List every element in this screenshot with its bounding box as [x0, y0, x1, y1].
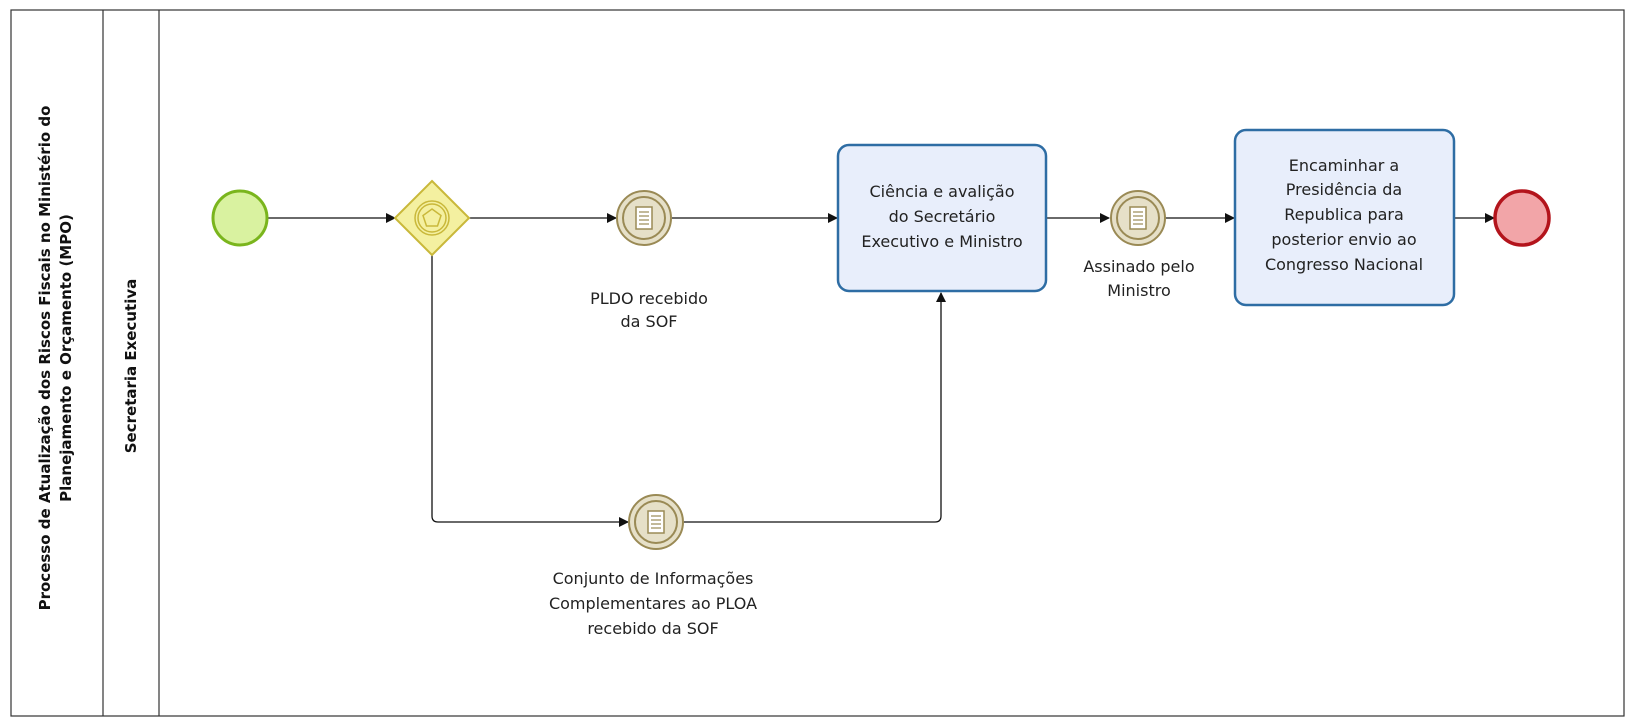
lane-title: Secretaria Executiva — [122, 279, 140, 454]
event-pldo-recebido — [616, 190, 672, 246]
pentagon-icon — [422, 208, 442, 227]
assinado-label-line2: Ministro — [1107, 281, 1170, 300]
task-encaminhar-line3: Republica para — [1284, 205, 1404, 224]
event-assinado-pelo-ministro — [1110, 190, 1166, 246]
task-encaminhar-line2: Presidência da — [1286, 180, 1402, 199]
event-based-gateway — [393, 179, 471, 257]
end-event — [1493, 189, 1551, 247]
event-conjunto-de-informacoes — [628, 494, 684, 550]
task-encaminhar-line5: Congresso Nacional — [1265, 255, 1423, 274]
conjunto-label-line3: recebido da SOF — [587, 619, 718, 638]
gateway-outer-circle-icon — [414, 200, 450, 236]
flow-gateway-to-conjunto — [431, 255, 629, 527]
flow-conjunto-to-ciencia — [684, 292, 946, 523]
document-icon — [1129, 206, 1147, 230]
gateway-inner-circle-icon — [417, 203, 447, 233]
task-encaminhar-line1: Encaminhar a — [1289, 156, 1399, 175]
task-encaminhar: Encaminhar a Presidência da Republica pa… — [1233, 128, 1456, 307]
task-ciencia: Ciência e avalição do Secretário Executi… — [836, 143, 1048, 293]
task-ciencia-line2: do Secretário — [889, 207, 996, 226]
conjunto-label-line2: Complementares ao PLOA — [549, 594, 757, 613]
task-ciencia-line3: Executivo e Ministro — [861, 232, 1022, 251]
task-encaminhar-line4: posterior envio ao — [1271, 230, 1416, 249]
pool-border — [10, 9, 1625, 717]
document-icon — [635, 206, 653, 230]
pool-title-line2: Planejamento e Orçamento (MPO) — [57, 214, 75, 502]
document-icon — [647, 510, 665, 534]
pldo-label-line1: PLDO recebido — [590, 289, 708, 308]
conjunto-label-line1: Conjunto de Informações — [553, 569, 754, 588]
task-ciencia-line1: Ciência e avalição — [869, 182, 1014, 201]
start-event — [211, 189, 269, 247]
pool-title-line1: Processo de Atualização dos Riscos Fisca… — [36, 106, 54, 611]
assinado-label-line1: Assinado pelo — [1083, 257, 1194, 276]
pldo-label-line2: da SOF — [621, 312, 678, 331]
